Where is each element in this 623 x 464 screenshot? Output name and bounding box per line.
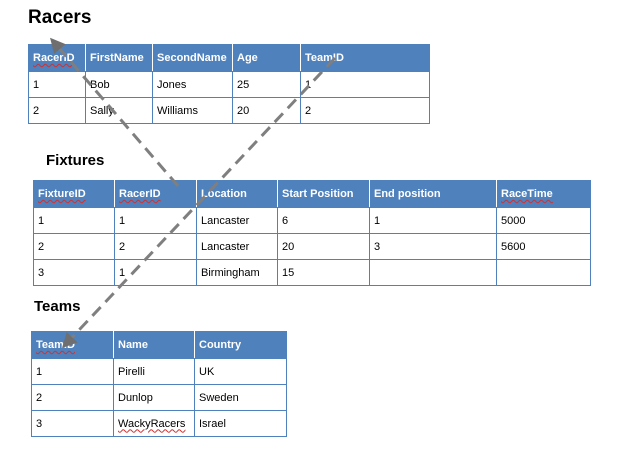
racers-table-title: Racers: [28, 7, 92, 28]
table-cell: 3: [369, 233, 497, 260]
teams-col-name: Name: [113, 331, 195, 359]
table-cell: Israel: [194, 410, 287, 437]
racers-col-age: Age: [232, 44, 301, 72]
table-row: 1 1 Lancaster 6 1 5000: [33, 207, 591, 234]
fixtures-table-title: Fixtures: [46, 152, 105, 169]
teams-col-teamid: TeamID: [31, 331, 114, 359]
table-row: 3 1 Birmingham 15: [33, 259, 591, 286]
table-cell: [496, 259, 591, 286]
table-cell: 2: [33, 233, 115, 260]
table-cell: 1: [114, 259, 197, 286]
table-cell: Sally: [85, 97, 153, 124]
table-cell: 2: [28, 97, 86, 124]
table-cell: Lancaster: [196, 207, 278, 234]
racers-col-firstname: FirstName: [85, 44, 153, 72]
table-cell: 25: [232, 71, 301, 98]
table-cell: Bob: [85, 71, 153, 98]
fixtures-header-row: FixtureID RacerID Location Start Positio…: [33, 180, 591, 208]
table-row: 2 Sally Williams 20 2: [28, 97, 430, 124]
racers-header-row: RacerID FirstName SecondName Age TeamID: [28, 44, 430, 72]
racers-table: RacerID FirstName SecondName Age TeamID …: [28, 44, 430, 124]
table-cell: 1: [28, 71, 86, 98]
fixtures-col-fixtureid: FixtureID: [33, 180, 115, 208]
table-cell: 5000: [496, 207, 591, 234]
table-cell: 1: [114, 207, 197, 234]
table-cell: 6: [277, 207, 370, 234]
racers-col-racerid: RacerID: [28, 44, 86, 72]
racers-col-secondname: SecondName: [152, 44, 233, 72]
table-row: 2 2 Lancaster 20 3 5600: [33, 233, 591, 260]
table-cell: Pirelli: [113, 358, 195, 385]
table-cell: 2: [31, 384, 114, 411]
fixtures-table: FixtureID RacerID Location Start Positio…: [33, 180, 591, 286]
fixtures-col-racerid: RacerID: [114, 180, 197, 208]
table-cell: UK: [194, 358, 287, 385]
table-cell: 1: [31, 358, 114, 385]
fixtures-col-start-position: Start Position: [277, 180, 370, 208]
table-cell: 1: [300, 71, 430, 98]
teams-col-country: Country: [194, 331, 287, 359]
table-cell: 5600: [496, 233, 591, 260]
table-row: 1 Bob Jones 25 1: [28, 71, 430, 98]
table-row: 3 WackyRacers Israel: [31, 410, 287, 437]
table-cell: 1: [33, 207, 115, 234]
table-cell: Sweden: [194, 384, 287, 411]
table-cell: Birmingham: [196, 259, 278, 286]
fixtures-col-location: Location: [196, 180, 278, 208]
racers-col-teamid: TeamID: [300, 44, 430, 72]
fixtures-col-end-position: End position: [369, 180, 497, 208]
table-cell: WackyRacers: [113, 410, 195, 437]
fixtures-col-racetime: RaceTime: [496, 180, 591, 208]
table-cell: Dunlop: [113, 384, 195, 411]
table-row: 2 Dunlop Sweden: [31, 384, 287, 411]
table-cell: Jones: [152, 71, 233, 98]
table-cell: [369, 259, 497, 286]
table-cell: Williams: [152, 97, 233, 124]
table-cell: 20: [277, 233, 370, 260]
teams-header-row: TeamID Name Country: [31, 331, 287, 359]
table-cell: Lancaster: [196, 233, 278, 260]
table-cell: 3: [33, 259, 115, 286]
table-cell: 2: [300, 97, 430, 124]
table-cell: 2: [114, 233, 197, 260]
table-cell: 20: [232, 97, 301, 124]
table-row: 1 Pirelli UK: [31, 358, 287, 385]
table-cell: 15: [277, 259, 370, 286]
teams-table-title: Teams: [34, 298, 81, 315]
teams-table: TeamID Name Country 1 Pirelli UK 2 Dunlo…: [31, 331, 287, 437]
table-cell: 3: [31, 410, 114, 437]
table-cell: 1: [369, 207, 497, 234]
